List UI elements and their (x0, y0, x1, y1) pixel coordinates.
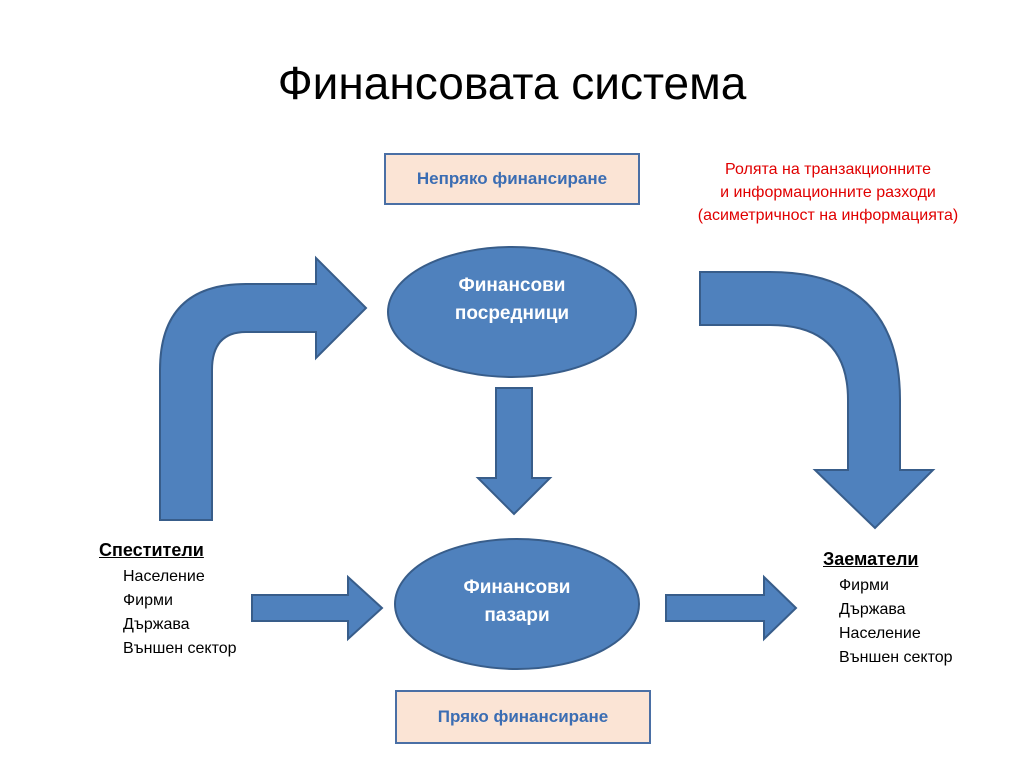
markets-ellipse (394, 538, 640, 670)
intermediaries-line2: посредници (454, 303, 570, 324)
savers-item: Население (123, 568, 205, 585)
direct-financing-label: Пряко финансиране (437, 707, 609, 726)
transaction-costs-note: Ролята на транзакционните и информационн… (668, 158, 988, 227)
note-line: Ролята на транзакционните (724, 161, 932, 178)
intermediaries-label: Финансови посредници (412, 272, 612, 328)
savers-heading: Спестители (99, 540, 204, 560)
direct-financing-box: Пряко финансиране (395, 690, 651, 744)
borrowers-item: Държава (839, 601, 906, 618)
savers-to-intermediaries-arrow (159, 255, 368, 521)
markets-line2: пазари (484, 605, 550, 626)
borrowers-heading: Заематели (823, 549, 919, 569)
savers-to-markets-arrow (251, 574, 384, 642)
markets-line1: Финансови (463, 577, 571, 598)
borrowers-item: Фирми (839, 577, 889, 594)
markets-to-borrowers-arrow (665, 574, 798, 642)
intermediaries-line1: Финансови (458, 275, 566, 296)
intermediaries-to-borrowers-arrow (699, 271, 936, 530)
indirect-financing-label: Непряко финансиране (416, 169, 608, 188)
savers-item: Външен сектор (123, 640, 237, 657)
intermediaries-to-markets-arrow (475, 387, 553, 516)
markets-label: Финансови пазари (417, 574, 617, 630)
note-line: (асиметричност на информацията) (697, 207, 959, 224)
borrowers-item: Външен сектор (839, 649, 953, 666)
borrowers-group: Заематели Фирми Държава Население Външен… (823, 549, 953, 670)
savers-group: Спестители Население Фирми Държава Външе… (99, 540, 237, 661)
savers-item: Фирми (123, 592, 173, 609)
borrowers-item: Население (839, 625, 921, 642)
slide-title: Финансовата система (277, 57, 747, 109)
savers-item: Държава (123, 616, 190, 633)
indirect-financing-box: Непряко финансиране (384, 153, 640, 205)
intermediaries-ellipse (387, 246, 637, 378)
note-line: и информационните разходи (720, 184, 936, 201)
